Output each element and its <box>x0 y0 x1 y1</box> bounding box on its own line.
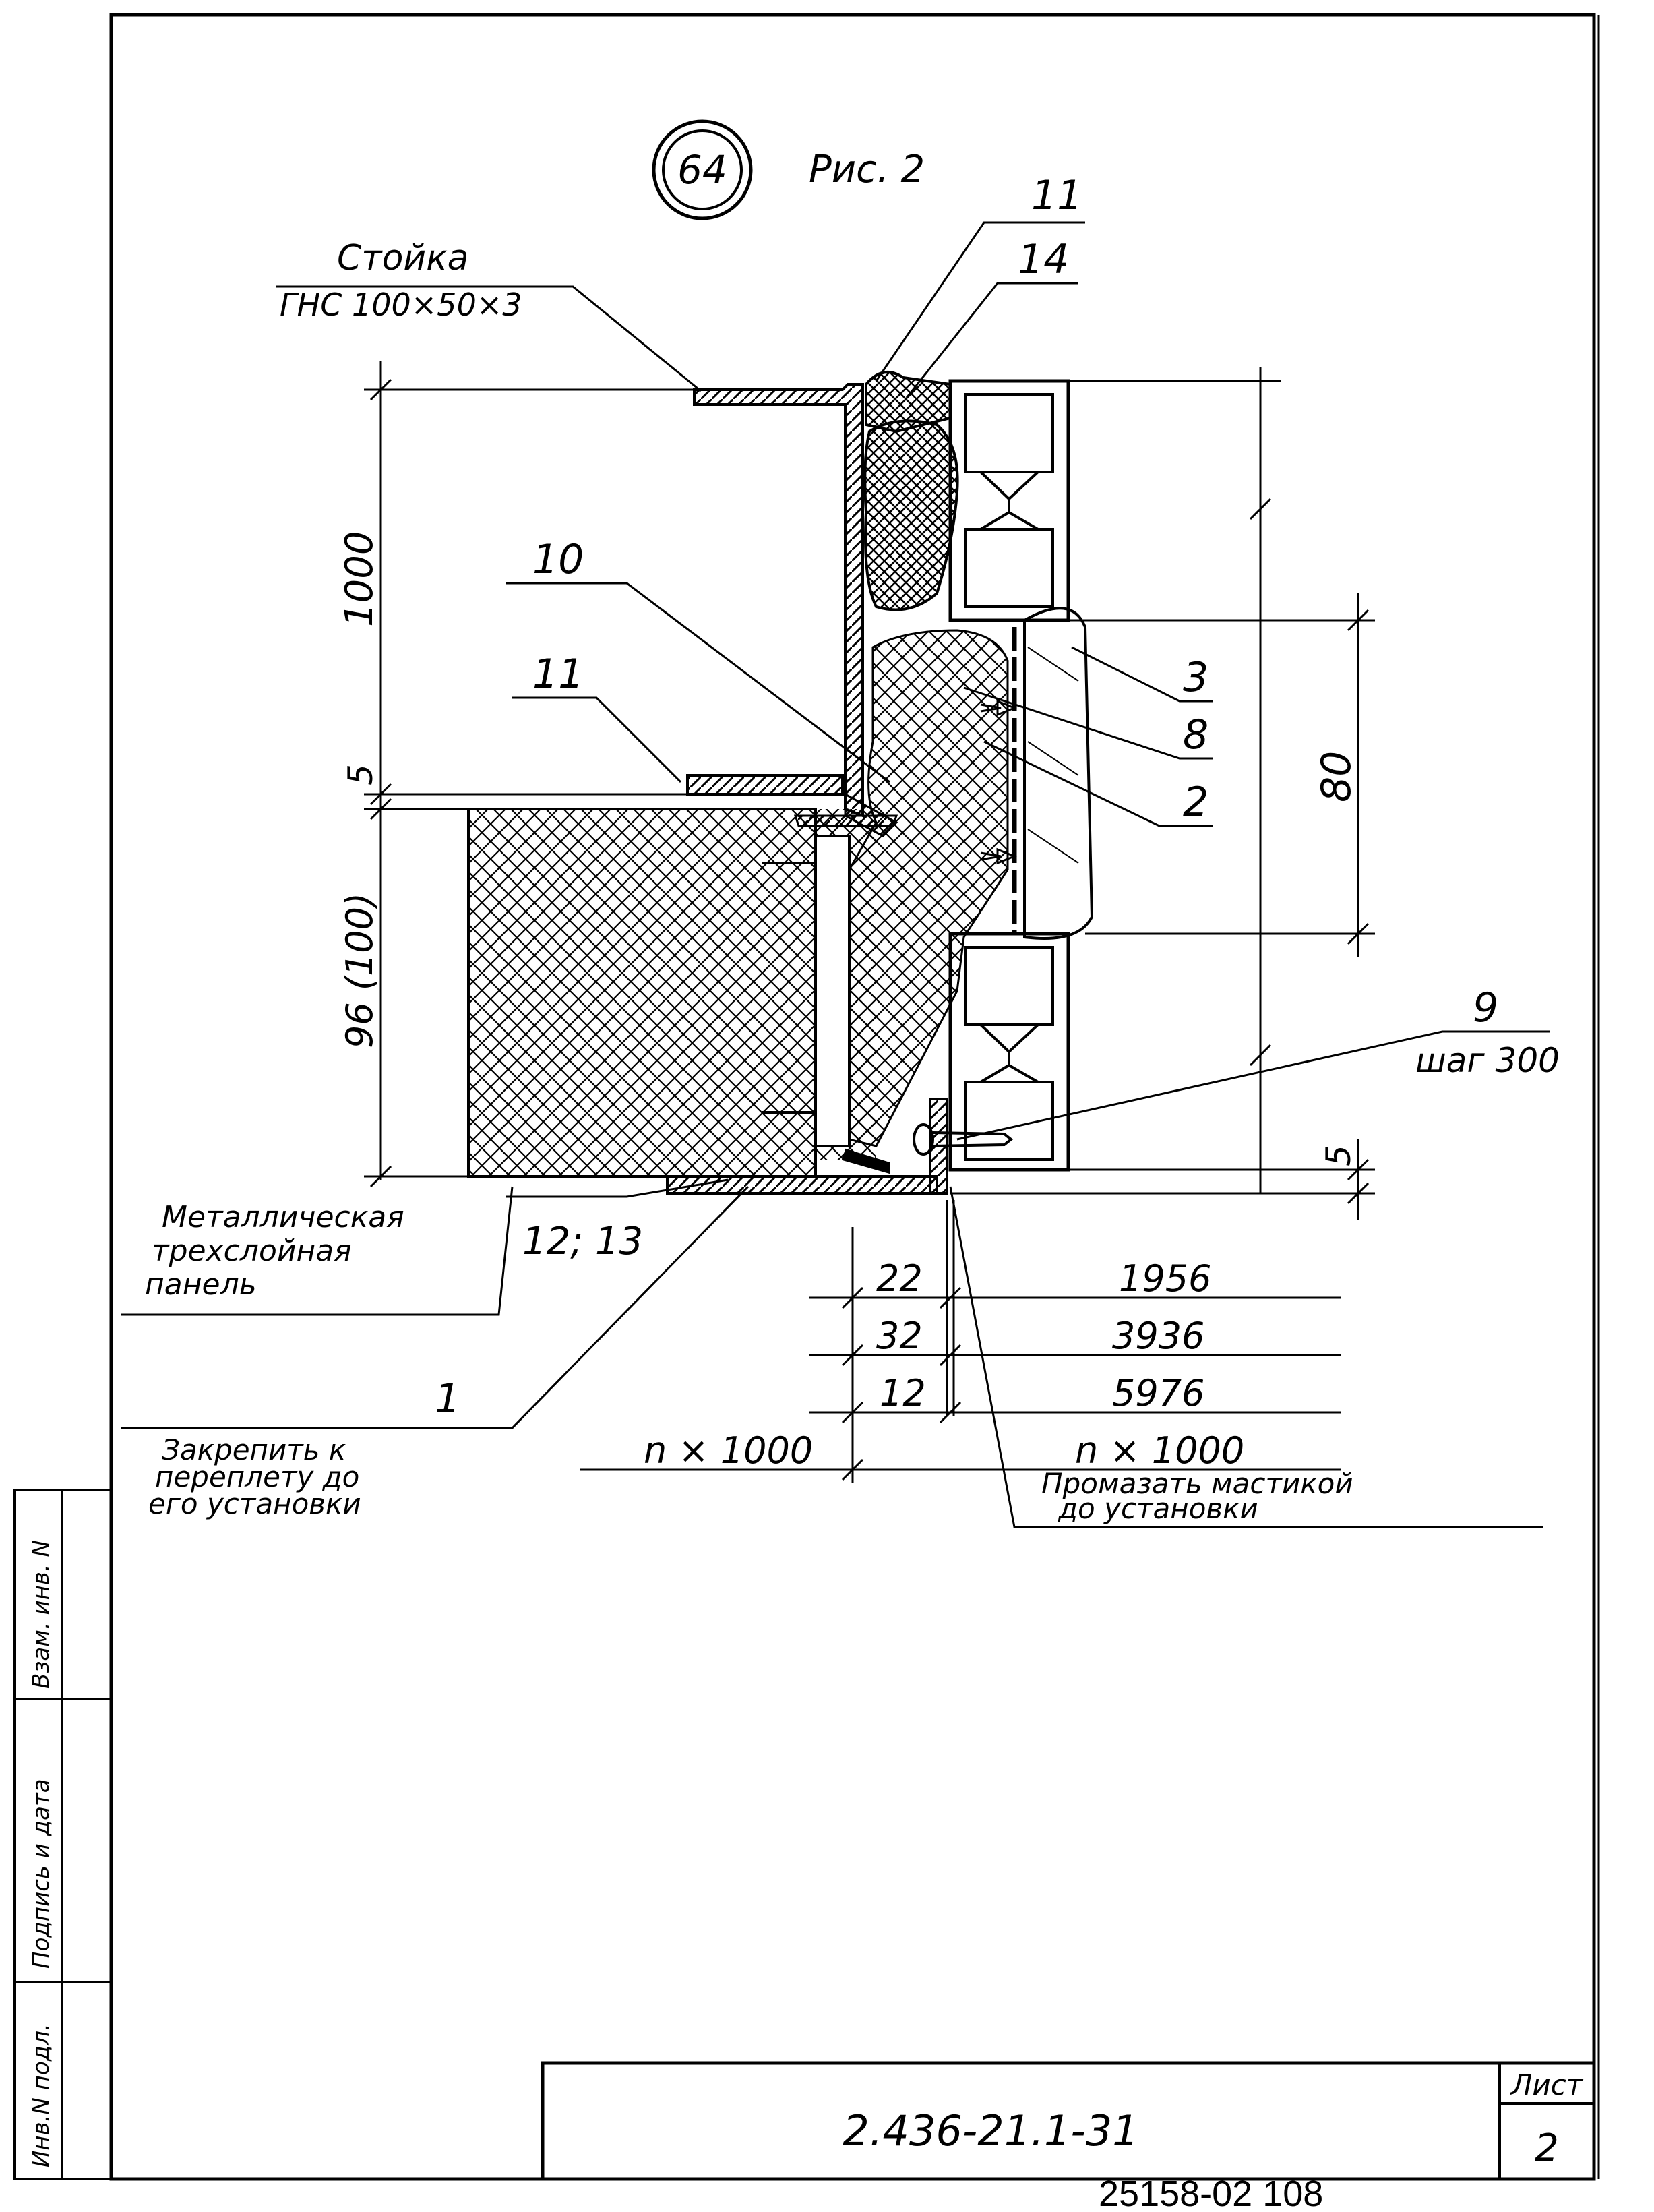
dimension-right <box>950 367 1375 1220</box>
callout-8: 8 <box>1183 711 1208 758</box>
sandwich-panel <box>467 808 898 1178</box>
dim-5-bottom: 5 <box>1319 1145 1358 1166</box>
footer-code: 25158-02 108 <box>1099 2174 1323 2212</box>
screw-2 <box>980 847 1018 865</box>
figure-caption: Рис. 2 <box>809 148 925 191</box>
dim-row2-right: 3936 <box>1112 1315 1204 1357</box>
dimension-left <box>364 361 694 1188</box>
post-label: Стойка <box>337 238 468 278</box>
post-leader <box>276 285 702 392</box>
callout-leaders <box>121 221 1550 1528</box>
note-fix-line3: его установки <box>148 1487 361 1520</box>
dim-row3-right: 5976 <box>1112 1372 1204 1414</box>
note-fix-line2: переплету до <box>155 1460 359 1493</box>
dim-n-right: n × 1000 <box>1075 1429 1244 1472</box>
screw-8 <box>980 699 1018 717</box>
panel-label-line1: Металлическая <box>162 1200 404 1234</box>
dim-80: 80 <box>1313 751 1360 802</box>
window-profile-upper <box>948 379 1070 622</box>
callout-9: 9 <box>1473 984 1498 1032</box>
callout-14: 14 <box>1018 236 1069 283</box>
dim-row1-left: 22 <box>876 1257 923 1300</box>
callout-11-top: 11 <box>1031 172 1082 219</box>
dim-96: 96 (100) <box>338 893 381 1048</box>
callout-9-step: шаг 300 <box>1415 1041 1560 1080</box>
detail-mark: 64 <box>652 119 753 220</box>
title-block: 2.436-21.1-31 Лист 2 <box>541 2061 1596 2181</box>
window-profile-lower <box>948 932 1070 1172</box>
doc-code: 2.436-21.1-31 <box>843 2106 1138 2155</box>
note-mastic-line1: Промазать мастикой <box>1041 1467 1353 1500</box>
side-stamp-inv: Инв.N подл. <box>28 2023 55 2168</box>
panel-label-line2: трехслойная <box>152 1234 352 1268</box>
insulation-filler <box>848 629 1009 1147</box>
note-fix-line1: Закрепить к <box>162 1433 346 1466</box>
side-stamp-sig-date: Подпись и дата <box>28 1778 55 1969</box>
callout-11-mid: 11 <box>532 651 584 698</box>
svg-text:64: 64 <box>677 147 727 193</box>
sheet-number: 2 <box>1535 2126 1559 2170</box>
side-stamp: Взам. инв. N Подпись и дата Инв.N подл. <box>13 1489 113 2180</box>
dim-row2-left: 32 <box>876 1315 923 1357</box>
dim-n-left: n × 1000 <box>644 1429 813 1472</box>
note-mastic-line2: до установки <box>1058 1492 1258 1525</box>
sheet-label: Лист <box>1510 2068 1584 2101</box>
sealing-cord <box>863 419 959 611</box>
dim-row3-left: 12 <box>880 1372 926 1414</box>
callout-12-13: 12; 13 <box>522 1220 643 1263</box>
callout-3: 3 <box>1183 654 1208 701</box>
dim-5-top: 5 <box>341 764 380 785</box>
callout-10: 10 <box>532 536 584 583</box>
callout-1: 1 <box>435 1375 460 1423</box>
callout-2: 2 <box>1183 779 1208 826</box>
dim-1000: 1000 <box>338 531 381 627</box>
side-stamp-vzam: Взам. инв. N <box>28 1540 55 1689</box>
panel-label-line3: панель <box>145 1267 257 1302</box>
glazing-seal <box>1023 607 1094 940</box>
dim-row1-right: 1956 <box>1119 1257 1211 1300</box>
post-profile: ГНС 100×50×3 <box>280 287 522 323</box>
screw-9 <box>913 1123 1014 1156</box>
dimension-table <box>580 1200 1341 1483</box>
